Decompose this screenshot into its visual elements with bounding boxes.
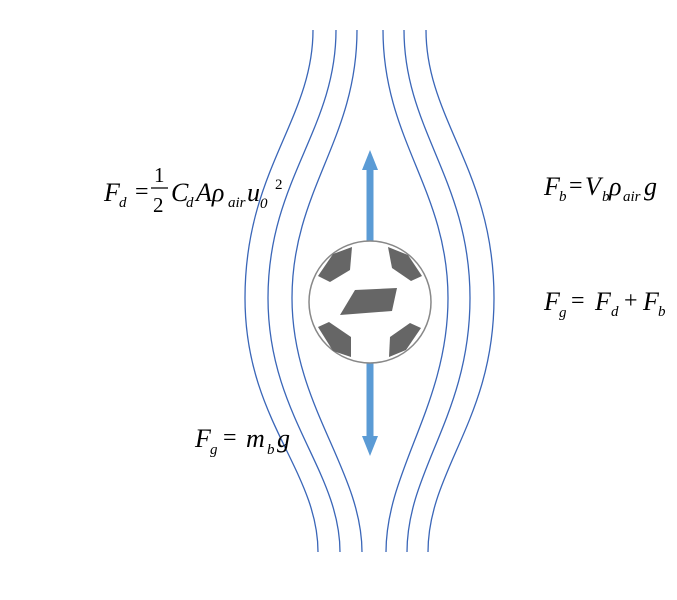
drag-frac-numerator: 1 bbox=[154, 163, 165, 187]
drag-u-sup: 2 bbox=[275, 177, 283, 193]
ball-patch-bottom-left bbox=[318, 322, 351, 357]
buoyancy-equation: F b = V b ρ air g bbox=[543, 172, 657, 205]
balance-plus: + bbox=[624, 288, 638, 314]
ball-patch-center bbox=[340, 288, 397, 315]
balance-equals: = bbox=[571, 288, 585, 314]
ball bbox=[308, 240, 432, 364]
buoyancy-rho-sub: air bbox=[623, 189, 641, 205]
drag-c: C bbox=[171, 178, 189, 207]
streamline-right-middle bbox=[403, 29, 471, 553]
drag-u: u bbox=[247, 178, 260, 207]
buoyancy-v: V bbox=[585, 172, 604, 201]
gravity-equation: F g = m b g bbox=[194, 424, 290, 458]
gravity-lhs: F bbox=[194, 424, 212, 453]
balance-term2-sub: b bbox=[658, 304, 666, 320]
drag-equals: = bbox=[135, 179, 149, 205]
ball-patch-bottom-right bbox=[389, 323, 421, 357]
balance-term2: F bbox=[642, 287, 660, 316]
streamlines bbox=[244, 29, 495, 553]
buoyancy-lhs: F bbox=[543, 172, 561, 201]
balance-term1: F bbox=[594, 287, 612, 316]
force-balance-equation: F g = F d + F b bbox=[543, 287, 666, 321]
drag-rho-sub: air bbox=[228, 195, 246, 211]
drag-lhs-sub: d bbox=[119, 195, 127, 211]
balance-lhs: F bbox=[543, 287, 561, 316]
drag-lhs: F bbox=[103, 178, 121, 207]
buoyancy-rho: ρ bbox=[608, 172, 621, 201]
buoyancy-lhs-sub: b bbox=[559, 189, 567, 205]
gravity-g: g bbox=[277, 424, 290, 453]
buoyancy-g: g bbox=[644, 172, 657, 201]
balance-lhs-sub: g bbox=[559, 305, 567, 321]
gravity-m: m bbox=[246, 424, 265, 453]
streamline-right-outer bbox=[425, 29, 495, 553]
ball-patch-top-right bbox=[388, 247, 422, 281]
balance-term1-sub: d bbox=[611, 304, 619, 320]
drag-a-rho: Aρ bbox=[194, 178, 224, 207]
streamline-left-outer bbox=[244, 29, 319, 553]
streamline-right-inner bbox=[382, 29, 449, 553]
drag-force-equation: F d = 1 2 C d Aρ air u 0 2 bbox=[103, 163, 283, 217]
drag-c-sub: d bbox=[186, 195, 194, 211]
streamline-left-middle bbox=[267, 29, 341, 553]
gravity-lhs-sub: g bbox=[210, 442, 218, 458]
drag-u-sub: 0 bbox=[260, 196, 268, 212]
ball-patch-top-left bbox=[318, 247, 352, 282]
gravity-equals: = bbox=[223, 425, 237, 451]
buoyancy-v-sub: b bbox=[602, 189, 610, 205]
streamline-left-inner bbox=[291, 29, 363, 553]
gravity-m-sub: b bbox=[267, 442, 275, 458]
drag-frac-denominator: 2 bbox=[153, 193, 164, 217]
buoyancy-equals: = bbox=[569, 173, 583, 199]
